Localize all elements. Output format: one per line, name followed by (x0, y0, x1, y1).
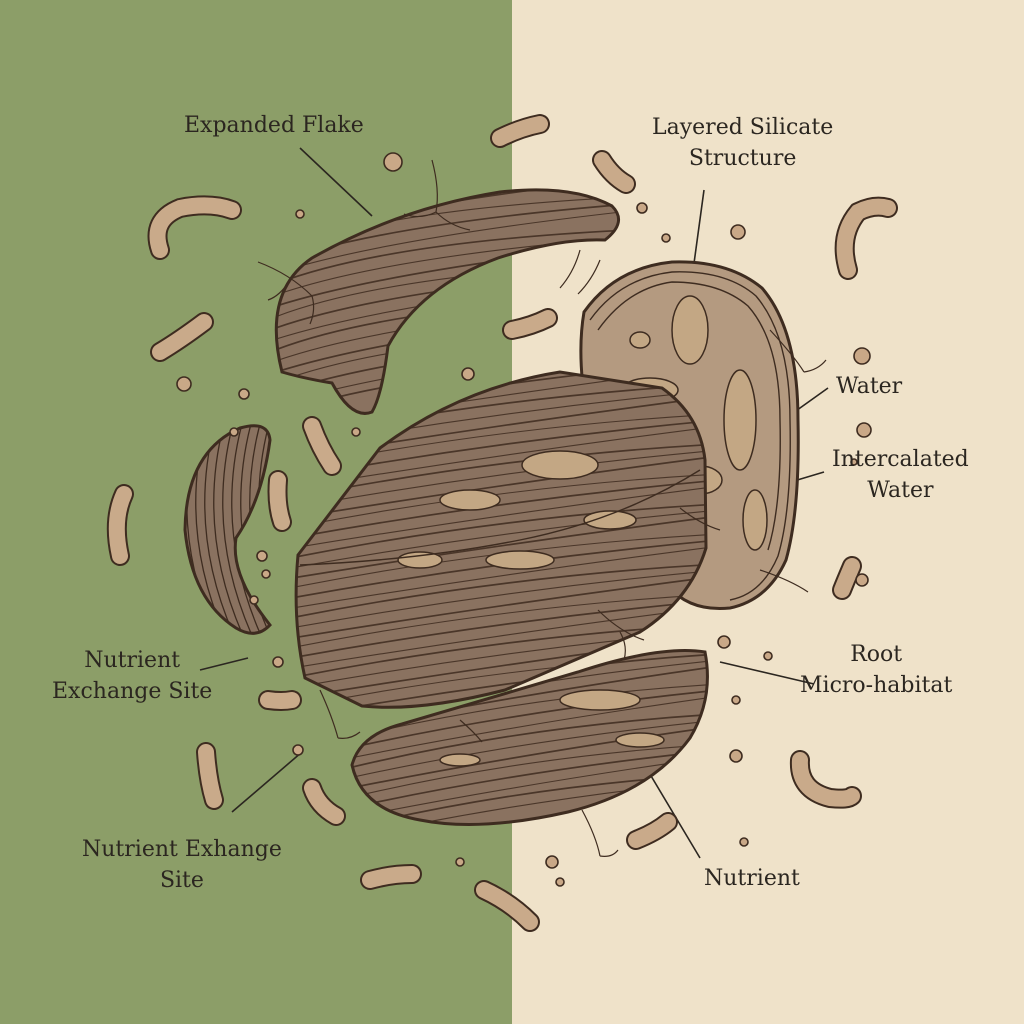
worm-aggregate (150, 312, 214, 362)
strata-line (296, 509, 706, 571)
soil-granule (555, 877, 565, 887)
label-expanded-flake: Expanded Flake (184, 113, 364, 138)
soil-granule (261, 569, 271, 579)
strata-line (296, 569, 706, 631)
soil-granule (229, 427, 239, 437)
soil-granule (850, 458, 858, 466)
soil-granule (853, 347, 871, 365)
root-hair (769, 329, 827, 373)
soil-granule (351, 427, 361, 437)
worm-aggregate (789, 750, 862, 809)
worm-aggregate (302, 778, 346, 826)
root-hair (679, 507, 721, 531)
soil-granule (295, 209, 305, 219)
strata-line (352, 695, 708, 761)
root-hair (319, 689, 361, 739)
soil-granule (661, 233, 671, 243)
soil-granule (731, 695, 741, 705)
strata-line (296, 545, 706, 611)
soil-granule (256, 550, 268, 562)
soil-granule (763, 651, 773, 661)
strata-line (296, 455, 706, 521)
strata-line (352, 689, 708, 751)
soil-granule (249, 595, 259, 605)
root-hair (559, 249, 601, 295)
strata-line (296, 563, 706, 621)
soil-granule (717, 635, 731, 649)
strata-line (352, 749, 708, 811)
strata-line (352, 743, 708, 801)
soil-worms (106, 114, 898, 932)
soil-granule (730, 224, 746, 240)
soil-granule (383, 152, 403, 172)
strata-line (296, 479, 706, 541)
worm-aggregate (267, 470, 292, 532)
label-water: Water (836, 374, 903, 399)
root-hair (759, 569, 809, 593)
label-nutrient-exhange-site: Nutrient Exhange Site (82, 837, 282, 893)
worm-aggregate (832, 556, 862, 600)
worm-aggregate (360, 864, 422, 890)
soil-granule (292, 744, 304, 756)
strata-line (276, 229, 619, 287)
soil-granule (455, 857, 465, 867)
soil-granule (729, 749, 743, 763)
worm-aggregate (106, 484, 134, 566)
strata-line (213, 425, 246, 634)
label-layered-silicate-structure: Layered Silicate Structure (652, 115, 834, 171)
soil-granule (238, 388, 250, 400)
strata-line (222, 425, 255, 634)
worm-aggregate (147, 195, 242, 260)
root-hair (459, 719, 483, 743)
label-nutrient-exchange-site: Nutrient Exchange Site (52, 648, 213, 704)
soil-granule (739, 837, 749, 847)
leader-line (719, 661, 815, 685)
worm-aggregate (474, 880, 540, 932)
strata-line (296, 473, 706, 531)
strata-line (352, 713, 708, 771)
worm-aggregate (834, 196, 898, 280)
root-hairs (257, 159, 827, 857)
soil-granule (545, 855, 559, 869)
leader-line (299, 147, 373, 217)
worm-aggregate (490, 114, 550, 148)
root-hair (257, 261, 315, 325)
strata-line (296, 605, 706, 671)
soil-granule (636, 202, 648, 214)
leader-line (199, 657, 249, 671)
soil-granule (855, 573, 869, 587)
strata-line (296, 575, 706, 641)
strata-line (296, 599, 706, 661)
worm-aggregate (196, 742, 224, 810)
label-nutrient: Nutrient (704, 866, 800, 891)
strata-line (231, 425, 264, 634)
worm-aggregate (592, 150, 636, 194)
strata-line (296, 503, 706, 561)
soil-granule (856, 422, 872, 438)
soil-granule (176, 376, 192, 392)
label-intercalated-water: Intercalated Water (832, 447, 969, 503)
strata-line (352, 719, 708, 781)
strata-line (296, 485, 706, 551)
soil-granule (272, 656, 284, 668)
label-root-micro-habitat: Root Micro-habitat (800, 642, 953, 698)
root-hair (403, 159, 471, 231)
worm-aggregate (302, 416, 342, 476)
worm-aggregate (502, 308, 558, 340)
leader-line (231, 751, 303, 813)
root-hair (597, 609, 645, 661)
soil-granule (461, 367, 475, 381)
strata-line (296, 593, 706, 651)
soil-granules (176, 152, 872, 887)
worm-aggregate (626, 812, 678, 850)
root-hair (581, 809, 619, 857)
strata-line (296, 515, 706, 581)
worm-aggregate (258, 690, 302, 711)
strata-line (352, 725, 708, 791)
